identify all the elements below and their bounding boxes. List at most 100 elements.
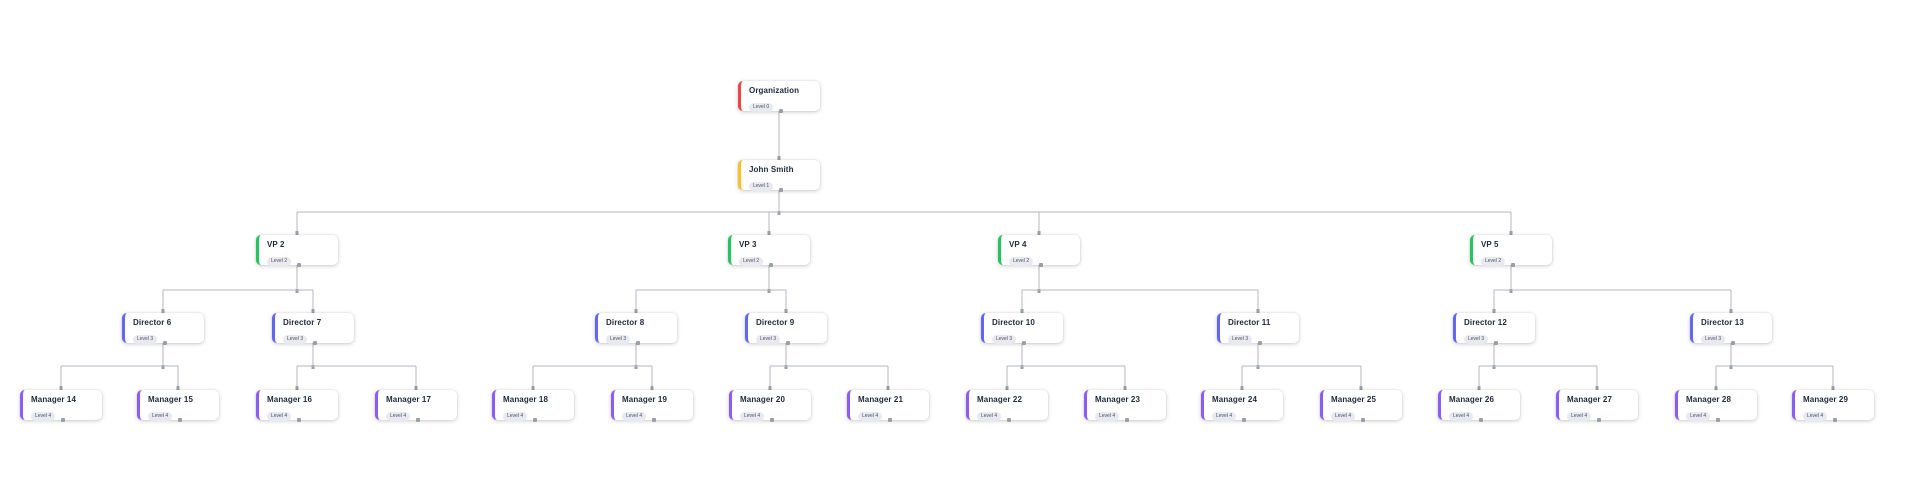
node-title: Director 11: [1228, 317, 1271, 327]
level-badge: Level 4: [858, 411, 883, 421]
org-node-d13[interactable]: Director 13 Level 3: [1690, 313, 1772, 345]
level-badge: Level 3: [1228, 334, 1253, 344]
collapse-handle-icon[interactable]: [1730, 341, 1735, 345]
node-title: John Smith: [749, 164, 794, 174]
collapse-handle-icon[interactable]: [1493, 341, 1498, 345]
org-node-m17[interactable]: Manager 17 Level 4: [375, 390, 457, 422]
node-title: Director 13: [1701, 317, 1744, 327]
collapse-handle-icon[interactable]: [1510, 263, 1515, 267]
level-badge: Level 4: [267, 411, 292, 421]
collapse-handle-icon[interactable]: [177, 418, 182, 422]
arrowhead-icon: [1020, 365, 1024, 369]
collapse-handle-icon[interactable]: [162, 341, 167, 345]
level-badge: Level 2: [1481, 256, 1506, 266]
node-title: VP 3: [739, 239, 757, 249]
collapse-handle-icon[interactable]: [1038, 263, 1043, 267]
arrowhead-icon: [1729, 365, 1733, 369]
collapse-handle-icon[interactable]: [785, 341, 790, 345]
level-badge: Level 4: [1686, 411, 1711, 421]
node-title: Manager 19: [622, 394, 668, 404]
level-badge: Level 4: [148, 411, 173, 421]
org-node-vp2[interactable]: VP 2 Level 2: [256, 235, 338, 267]
org-node-m19[interactable]: Manager 19 Level 4: [611, 390, 693, 422]
collapse-handle-icon[interactable]: [60, 418, 65, 422]
collapse-handle-icon[interactable]: [1715, 418, 1720, 422]
collapse-handle-icon[interactable]: [1832, 418, 1837, 422]
collapse-handle-icon[interactable]: [415, 418, 420, 422]
collapse-handle-icon[interactable]: [1257, 341, 1262, 345]
org-node-vp3[interactable]: VP 3 Level 2: [728, 235, 810, 267]
node-title: VP 2: [267, 239, 285, 249]
node-title: Manager 15: [148, 394, 194, 404]
node-title: Director 9: [756, 317, 795, 327]
arrowhead-icon: [1037, 289, 1041, 293]
level-badge: Level 3: [992, 334, 1017, 344]
level-badge: Level 4: [386, 411, 411, 421]
collapse-handle-icon[interactable]: [778, 188, 783, 192]
collapse-handle-icon[interactable]: [651, 418, 656, 422]
arrowhead-icon: [1492, 365, 1496, 369]
collapse-handle-icon[interactable]: [1241, 418, 1246, 422]
org-node-d11[interactable]: Director 11 Level 3: [1217, 313, 1299, 345]
arrowhead-icon: [784, 365, 788, 369]
arrowhead-icon: [777, 211, 781, 215]
org-node-m29[interactable]: Manager 29 Level 4: [1792, 390, 1874, 422]
node-title: Manager 17: [386, 394, 432, 404]
collapse-handle-icon[interactable]: [312, 341, 317, 345]
collapse-handle-icon[interactable]: [532, 418, 537, 422]
level-badge: Level 2: [267, 256, 292, 266]
collapse-handle-icon[interactable]: [1124, 418, 1129, 422]
level-badge: Level 3: [1464, 334, 1489, 344]
collapse-handle-icon[interactable]: [635, 341, 640, 345]
arrowhead-icon: [767, 289, 771, 293]
node-title: Manager 29: [1803, 394, 1849, 404]
collapse-handle-icon[interactable]: [296, 418, 301, 422]
collapse-handle-icon[interactable]: [768, 263, 773, 267]
collapse-handle-icon[interactable]: [769, 418, 774, 422]
collapse-handle-icon[interactable]: [296, 263, 301, 267]
node-title: Manager 26: [1449, 394, 1495, 404]
level-badge: Level 3: [133, 334, 158, 344]
node-title: Manager 27: [1567, 394, 1613, 404]
collapse-handle-icon[interactable]: [1596, 418, 1601, 422]
level-badge: Level 2: [739, 256, 764, 266]
level-badge: Level 4: [622, 411, 647, 421]
collapse-handle-icon[interactable]: [778, 109, 783, 113]
node-title: Manager 20: [740, 394, 786, 404]
node-title: Manager 25: [1331, 394, 1377, 404]
collapse-handle-icon[interactable]: [1006, 418, 1011, 422]
collapse-handle-icon[interactable]: [887, 418, 892, 422]
level-badge: Level 3: [283, 334, 308, 344]
level-badge: Level 3: [1701, 334, 1726, 344]
org-node-m15[interactable]: Manager 15 Level 4: [137, 390, 219, 422]
level-badge: Level 4: [1803, 411, 1828, 421]
node-title: Manager 22: [977, 394, 1023, 404]
collapse-handle-icon[interactable]: [1021, 341, 1026, 345]
collapse-handle-icon[interactable]: [1360, 418, 1365, 422]
collapse-handle-icon[interactable]: [1478, 418, 1483, 422]
node-title: VP 4: [1009, 239, 1027, 249]
